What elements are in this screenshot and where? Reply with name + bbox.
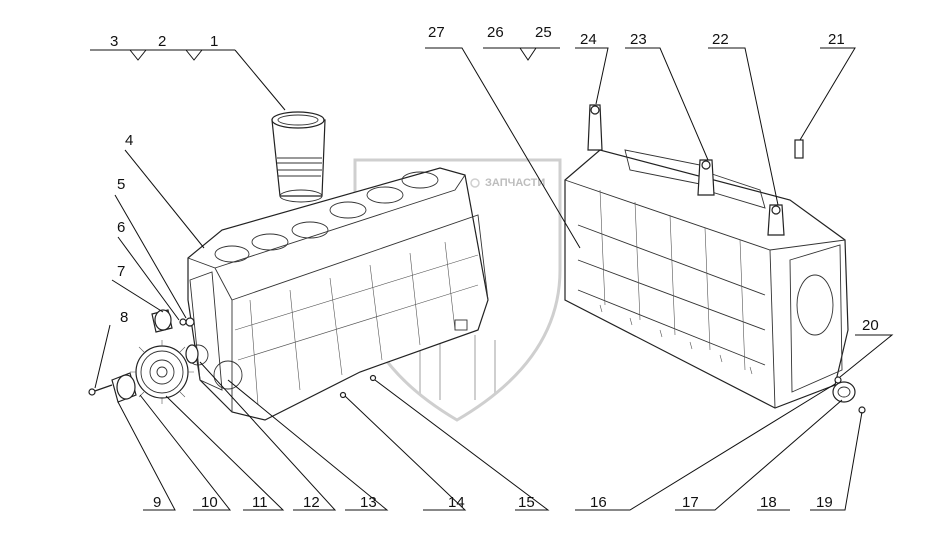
leader-lines (90, 47, 894, 511)
callout-14: 14 (448, 494, 465, 511)
callout-17: 17 (682, 494, 699, 511)
callout-1: 1 (210, 33, 218, 50)
callout-27: 27 (428, 24, 445, 41)
callout-22: 22 (712, 31, 729, 48)
callout-15: 15 (518, 494, 535, 511)
callout-8: 8 (120, 309, 128, 326)
callout-24: 24 (580, 31, 597, 48)
callout-20: 20 (862, 317, 879, 334)
callout-4: 4 (125, 132, 133, 149)
callout-2: 2 (158, 33, 166, 50)
callout-13: 13 (360, 494, 377, 511)
cylinder-liner (271, 111, 326, 203)
callout-23: 23 (630, 31, 647, 48)
callout-10: 10 (201, 494, 218, 511)
callout-7: 7 (117, 263, 125, 280)
callout-21: 21 (828, 31, 845, 48)
watermark-text: ЗАПЧАСТИ (485, 177, 545, 189)
callout-labels: 3 2 1 4 5 6 7 8 9 10 11 12 13 14 15 16 1… (110, 24, 879, 511)
callout-12: 12 (303, 494, 320, 511)
callout-9: 9 (153, 494, 161, 511)
callout-16: 16 (590, 494, 607, 511)
callout-6: 6 (117, 219, 125, 236)
callout-18: 18 (760, 494, 777, 511)
callout-3: 3 (110, 33, 118, 50)
right-parts (587, 104, 866, 414)
left-engine-block (187, 167, 489, 421)
callout-11: 11 (252, 494, 268, 511)
callout-19: 19 (816, 494, 833, 511)
callout-25: 25 (535, 24, 552, 41)
callout-5: 5 (117, 176, 125, 193)
callout-26: 26 (487, 24, 504, 41)
front-parts (88, 309, 199, 404)
